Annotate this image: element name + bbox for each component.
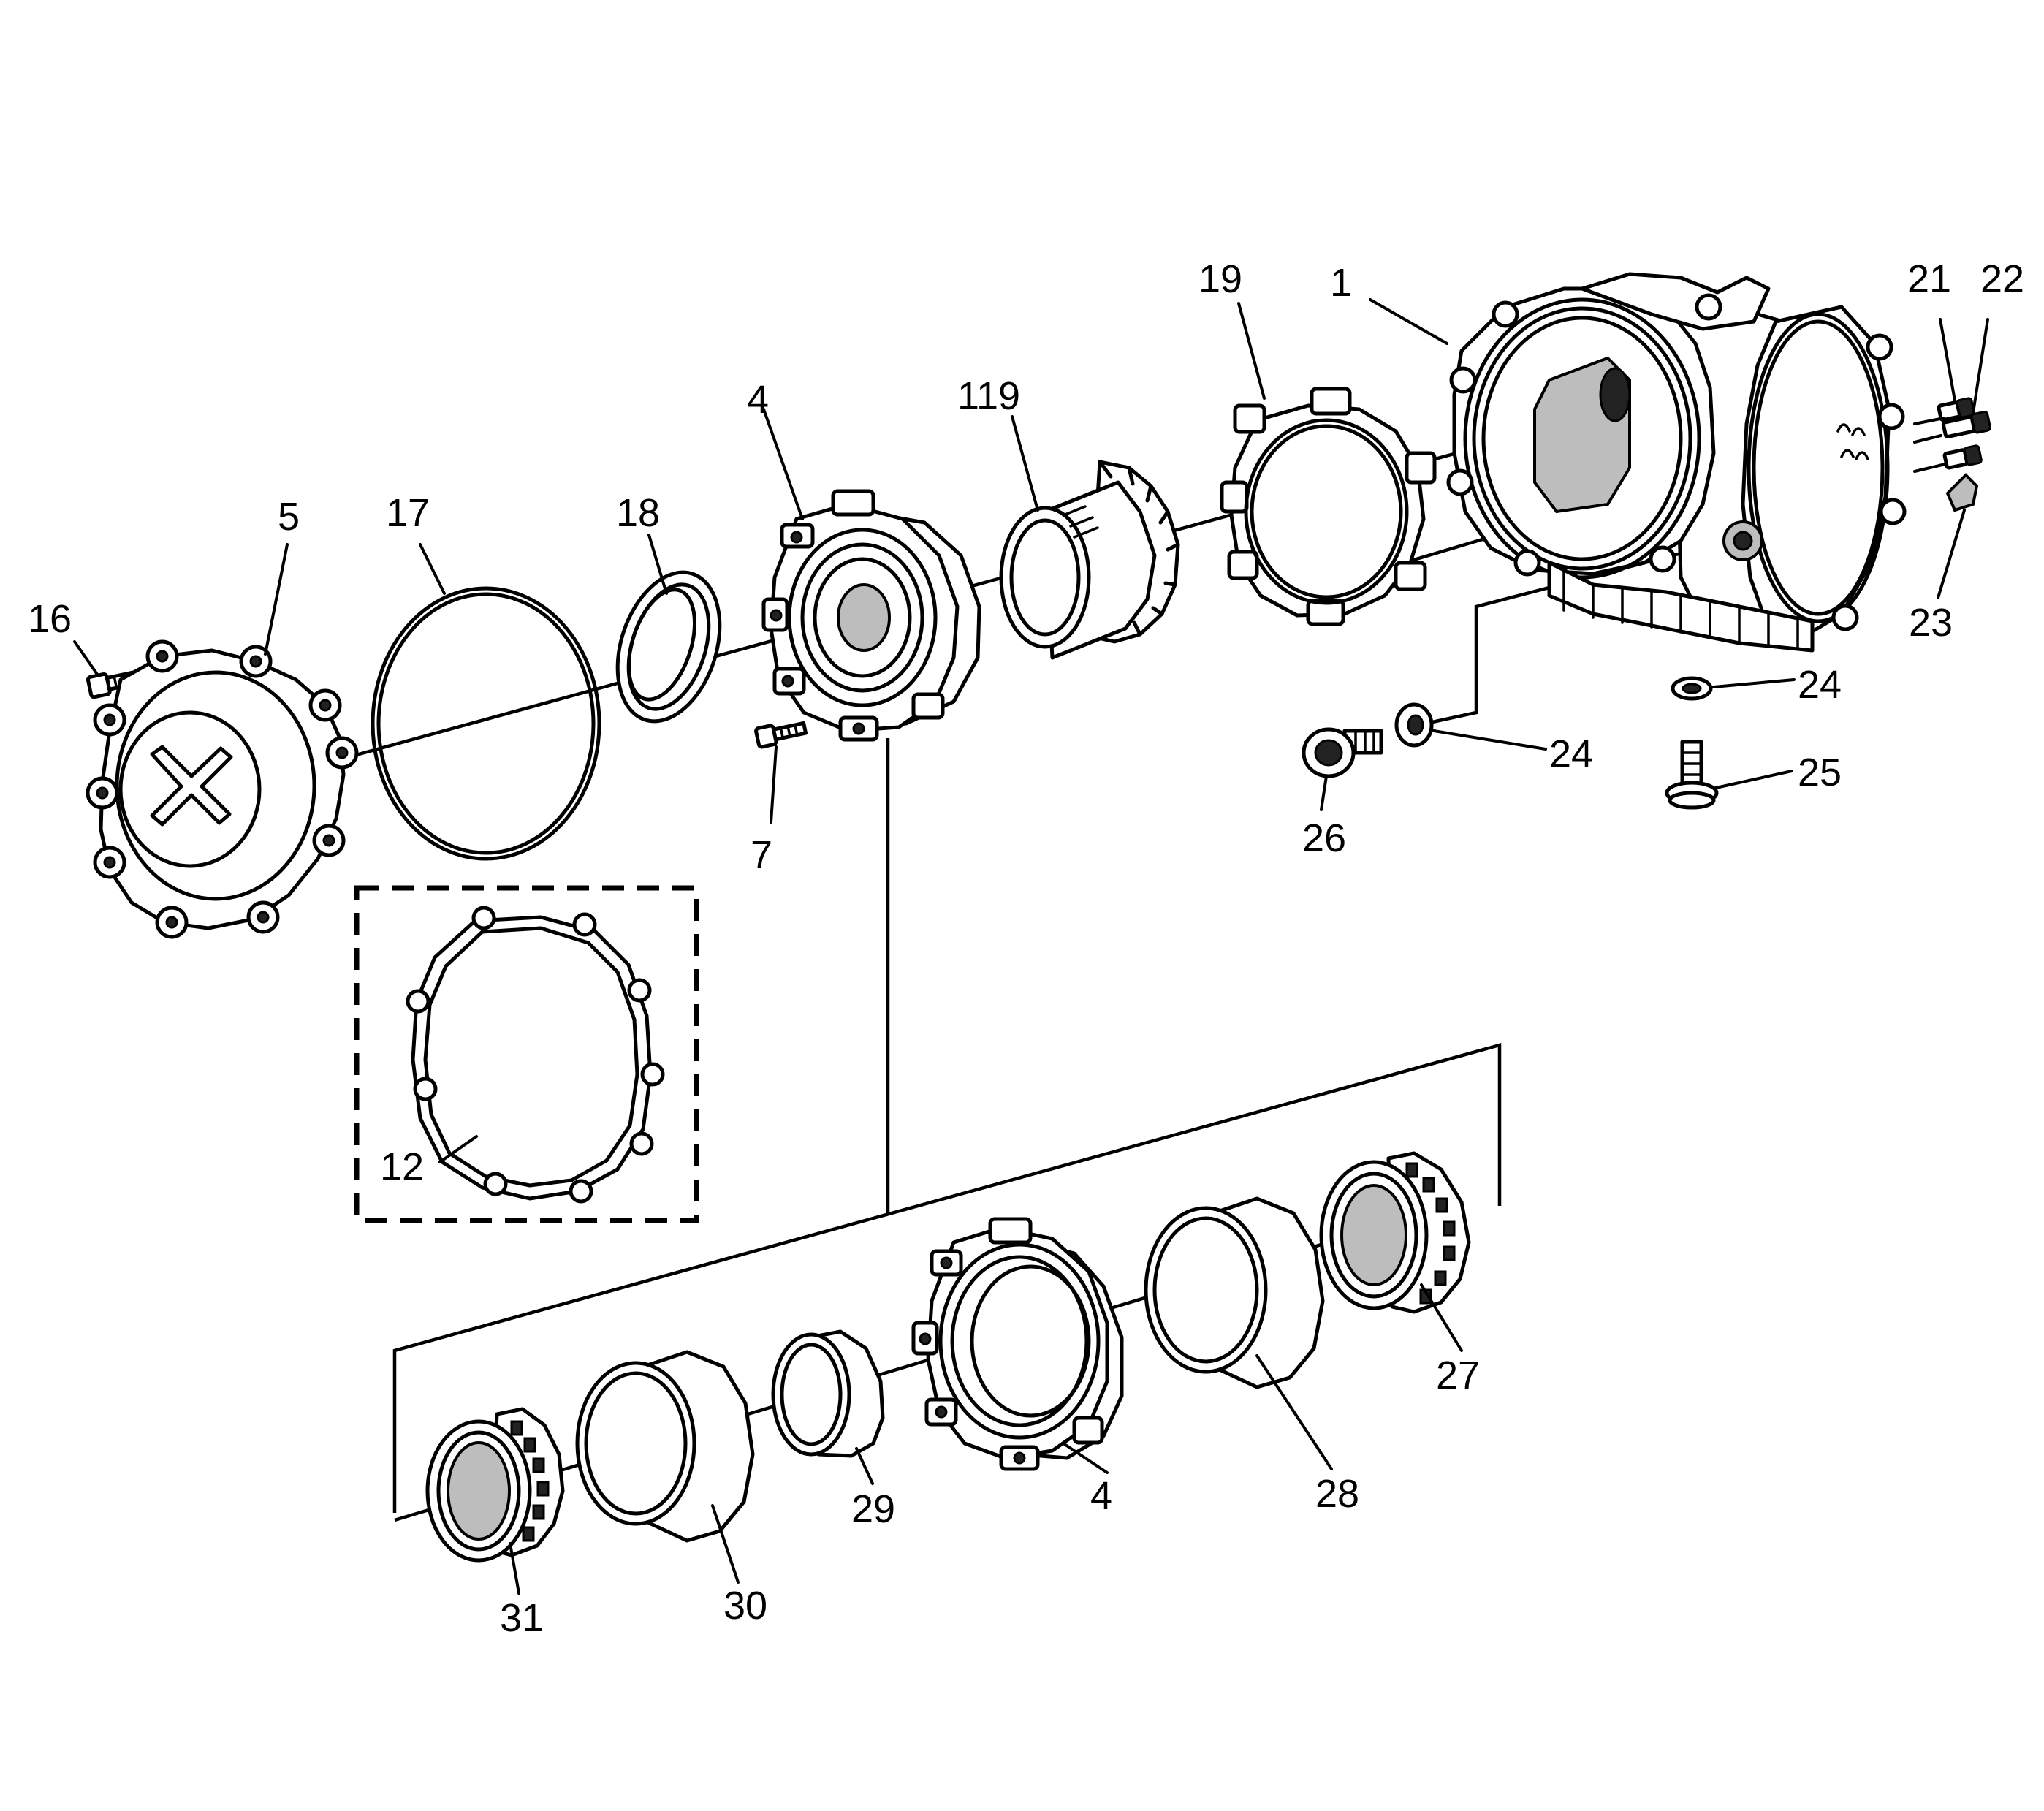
bearing-cone-31 (425, 1407, 565, 1563)
washer-24-upper (1671, 676, 1713, 701)
subassembly-bracket (392, 1043, 1502, 1513)
gasket-19 (1220, 387, 1437, 626)
callout-119: 119 (957, 374, 1020, 418)
callout-22: 22 (1980, 257, 2024, 301)
plug-26 (1302, 727, 1383, 778)
callout-labels: 16 5 17 18 4 7 119 19 1 21 22 23 24 24 2… (28, 257, 2024, 1640)
cover-5 (86, 639, 359, 939)
callout-27: 27 (1436, 1353, 1480, 1397)
callout-29: 29 (851, 1487, 895, 1531)
callout-24-upper: 24 (1798, 663, 1842, 707)
carrier-housing-1 (1446, 272, 1907, 653)
callout-5: 5 (278, 495, 300, 539)
gasket-12-inset (354, 885, 699, 1223)
leader-lines (73, 298, 1989, 1595)
pinion-spacer-119 (999, 460, 1180, 660)
clip-23 (1945, 473, 1979, 512)
washer-24-lower (1394, 702, 1434, 748)
bearing-cup-30 (575, 1350, 755, 1543)
bearing-housing-4-lower (911, 1217, 1124, 1471)
callout-23: 23 (1909, 601, 1953, 645)
callout-31: 31 (500, 1596, 544, 1640)
bearing-housing-4-upper (761, 489, 981, 742)
shim-29 (771, 1329, 885, 1458)
callout-26: 26 (1302, 816, 1346, 860)
callout-4-lower: 4 (1090, 1474, 1112, 1518)
bolt-21b (1942, 444, 1983, 470)
bolt-22 (1941, 410, 1991, 439)
callout-19: 19 (1198, 257, 1242, 301)
o-ring-17 (371, 586, 601, 861)
callout-1: 1 (1330, 261, 1352, 305)
callout-17: 17 (386, 491, 430, 535)
callout-21: 21 (1907, 257, 1951, 301)
callout-30: 30 (723, 1584, 767, 1628)
callout-24-lower: 24 (1549, 732, 1593, 776)
callout-7: 7 (751, 833, 772, 877)
seal-18 (615, 570, 722, 724)
bearing-cone-27 (1319, 1151, 1471, 1314)
callout-4-upper: 4 (747, 378, 769, 422)
bearing-cup-28 (1144, 1196, 1325, 1389)
plug-25 (1665, 740, 1719, 810)
callout-12: 12 (380, 1145, 424, 1189)
bolt-7 (754, 721, 808, 749)
callout-25: 25 (1798, 751, 1842, 794)
callout-28: 28 (1315, 1472, 1359, 1516)
callout-16: 16 (28, 597, 72, 641)
callout-18: 18 (616, 491, 660, 535)
